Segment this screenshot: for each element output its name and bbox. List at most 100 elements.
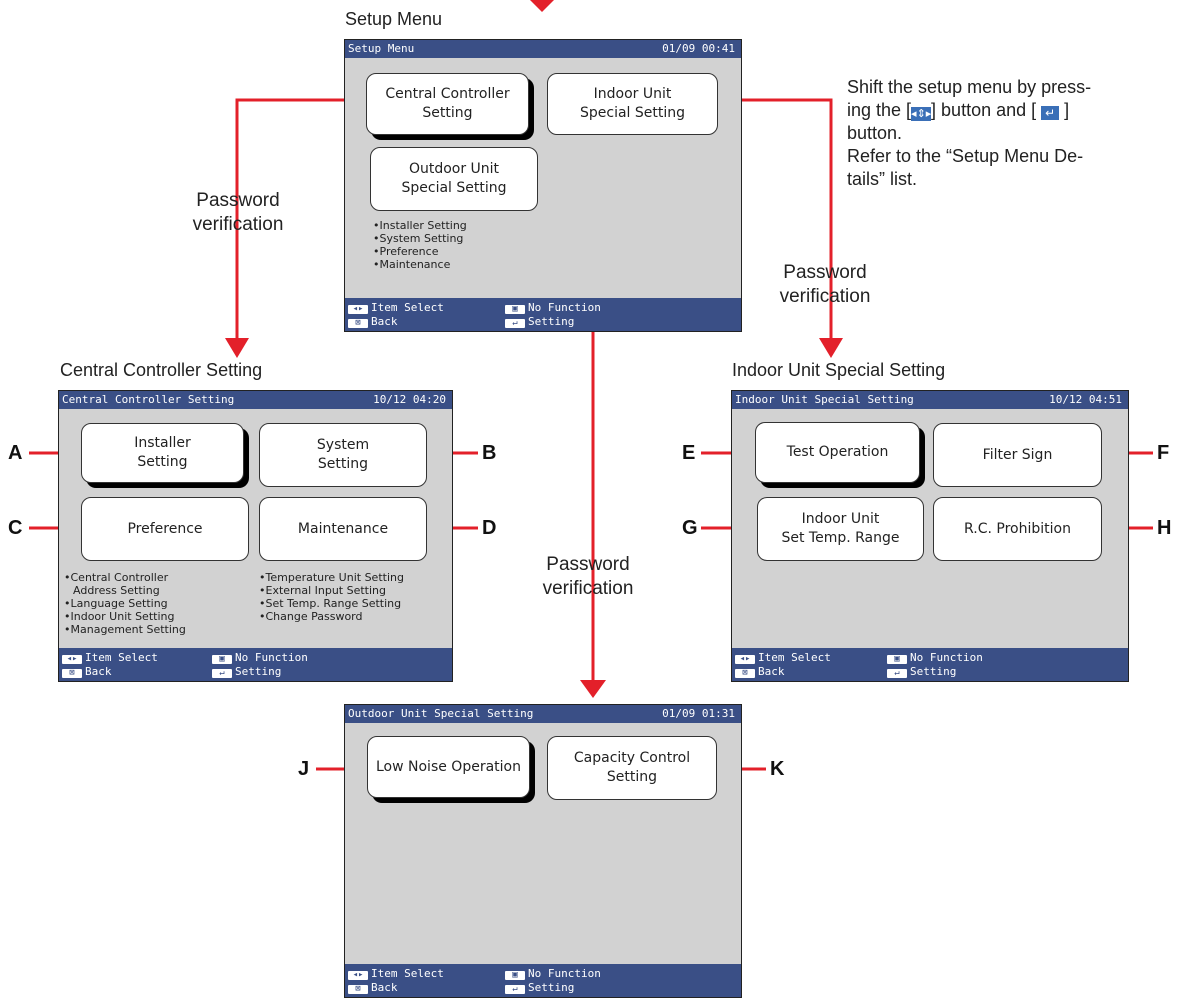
footer-text: Item Select: [371, 301, 444, 314]
indoor-unit-screen: Indoor Unit Special Setting 10/12 04:51 …: [731, 390, 1129, 682]
label-h: H: [1157, 517, 1172, 539]
filter-sign-button[interactable]: Filter Sign: [933, 423, 1102, 487]
menu-icon: ▣: [212, 655, 232, 664]
back-icon: ⊠: [348, 319, 368, 328]
footer-text: Back: [758, 665, 785, 678]
list-item: Central Controller: [64, 571, 254, 584]
indoor-unit-special-setting-button[interactable]: Indoor Unit Special Setting: [547, 73, 718, 135]
footer-setting: ↵Setting: [505, 981, 574, 994]
instruction-note: Shift the setup menu by press- ing the […: [847, 76, 1172, 191]
footer-item-select: ◂▸Item Select: [348, 967, 444, 980]
title-bar: Indoor Unit Special Setting 10/12 04:51: [732, 391, 1128, 409]
footer-back: ⊠Back: [348, 981, 398, 994]
footer-setting: ↵Setting: [887, 665, 956, 678]
list-item: Temperature Unit Setting: [259, 571, 449, 584]
footer-bar: ◂▸Item Select ⊠Back ▣No Function ↵Settin…: [59, 648, 452, 681]
title-bar: Setup Menu 01/09 00:41: [345, 40, 741, 58]
footer-setting: ↵Setting: [505, 315, 574, 328]
arrows-icon: ◂▸: [348, 971, 368, 980]
clock: 10/12 04:51: [1049, 393, 1122, 406]
footer-text: Back: [371, 981, 398, 994]
note-text: ] button and [: [931, 100, 1042, 120]
note-line-5: tails” list.: [847, 169, 918, 189]
enter-icon: ↵: [505, 319, 525, 328]
list-item: External Input Setting: [259, 584, 449, 597]
central-connector: [235, 98, 368, 340]
setup-menu-details-list: Installer Setting System Setting Prefere…: [373, 219, 573, 271]
label-f: F: [1157, 442, 1170, 464]
enter-icon: ↵: [887, 669, 907, 678]
list-item: Change Password: [259, 610, 449, 623]
note-text: ing the [: [847, 100, 912, 120]
rc-prohibition-button[interactable]: R.C. Prohibition: [933, 497, 1102, 561]
footer-setting: ↵Setting: [212, 665, 281, 678]
verification-text: verification: [779, 286, 871, 307]
central-controller-setting-button[interactable]: Central Controller Setting: [366, 73, 529, 135]
title-bar: Central Controller Setting 10/12 04:20: [59, 391, 452, 409]
label-c: C: [8, 517, 23, 539]
footer-text: Setting: [528, 315, 575, 328]
label-a: A: [8, 442, 23, 464]
footer-text: No Function: [910, 651, 983, 664]
footer-bar: ◂▸Item Select ⊠Back ▣No Function ↵Settin…: [732, 648, 1128, 681]
menu-icon: ▣: [887, 655, 907, 664]
label-g: G: [682, 517, 698, 539]
menu-icon: ▣: [505, 305, 525, 314]
menu-icon: ▣: [505, 971, 525, 980]
footer-no-function: ▣No Function: [887, 651, 983, 664]
list-item: Indoor Unit Setting: [64, 610, 254, 623]
central-caption: Central Controller Setting: [60, 360, 263, 380]
note-text: ]: [1059, 100, 1070, 120]
password-text: Password: [783, 262, 867, 283]
password-text: Password: [196, 190, 280, 211]
screen-title: Central Controller Setting: [62, 393, 235, 406]
enter-icon: ↵: [212, 669, 232, 678]
enter-button-icon: ↵: [1041, 106, 1060, 120]
password-label-left: Password verification: [178, 189, 298, 237]
setup-menu-screen: Setup Menu 01/09 00:41 Central Controlle…: [344, 39, 742, 332]
setup-menu-caption: Setup Menu: [345, 9, 443, 29]
footer-text: No Function: [528, 967, 601, 980]
arrows-icon: ◂▸: [735, 655, 755, 664]
footer-text: Back: [85, 665, 112, 678]
indoor-unit-set-temp-range-button[interactable]: Indoor Unit Set Temp. Range: [757, 497, 924, 561]
label-k: K: [770, 758, 785, 780]
central-details-right: Temperature Unit Setting External Input …: [259, 571, 449, 623]
test-operation-button[interactable]: Test Operation: [755, 422, 920, 483]
footer-text: Setting: [528, 981, 575, 994]
label-d: D: [482, 517, 497, 539]
arrows-icon: ◂▸: [62, 655, 82, 664]
central-details-left: Central Controller Address Setting Langu…: [64, 571, 254, 636]
footer-no-function: ▣No Function: [212, 651, 308, 664]
note-line-2: ing the [◂⇕▸] button and [ ↵ ]: [847, 99, 1172, 122]
footer-bar: ◂▸Item Select ⊠Back ▣No Function ↵Settin…: [345, 298, 741, 331]
list-item: Set Temp. Range Setting: [259, 597, 449, 610]
outdoor-unit-screen: Outdoor Unit Special Setting 01/09 01:31…: [344, 704, 742, 998]
footer-text: Item Select: [371, 967, 444, 980]
label-j: J: [298, 758, 310, 780]
footer-no-function: ▣No Function: [505, 301, 601, 314]
note-line-3: button.: [847, 123, 903, 143]
indoor-caption: Indoor Unit Special Setting: [732, 360, 946, 380]
footer-item-select: ◂▸Item Select: [62, 651, 158, 664]
preference-button[interactable]: Preference: [81, 497, 249, 561]
capacity-control-setting-button[interactable]: Capacity Control Setting: [547, 736, 717, 800]
verification-text: verification: [192, 214, 284, 235]
top-arrowhead: [530, 0, 554, 12]
footer-bar: ◂▸Item Select ⊠Back ▣No Function ↵Settin…: [345, 964, 741, 997]
maintenance-button[interactable]: Maintenance: [259, 497, 427, 561]
title-bar: Outdoor Unit Special Setting 01/09 01:31: [345, 705, 741, 723]
list-item: Management Setting: [64, 623, 254, 636]
installer-setting-button[interactable]: Installer Setting: [81, 423, 244, 483]
indoor-connector: [716, 98, 833, 340]
note-line-4: Refer to the “Setup Menu De-: [847, 146, 1084, 166]
low-noise-operation-button[interactable]: Low Noise Operation: [367, 736, 530, 798]
outdoor-unit-special-setting-button[interactable]: Outdoor Unit Special Setting: [370, 147, 538, 211]
footer-text: Item Select: [758, 651, 831, 664]
list-item: Maintenance: [373, 258, 573, 271]
verification-text: verification: [542, 578, 634, 599]
arrows-icon: ◂▸: [348, 305, 368, 314]
system-setting-button[interactable]: System Setting: [259, 423, 427, 487]
back-icon: ⊠: [735, 669, 755, 678]
password-label-middle: Password verification: [528, 553, 648, 601]
